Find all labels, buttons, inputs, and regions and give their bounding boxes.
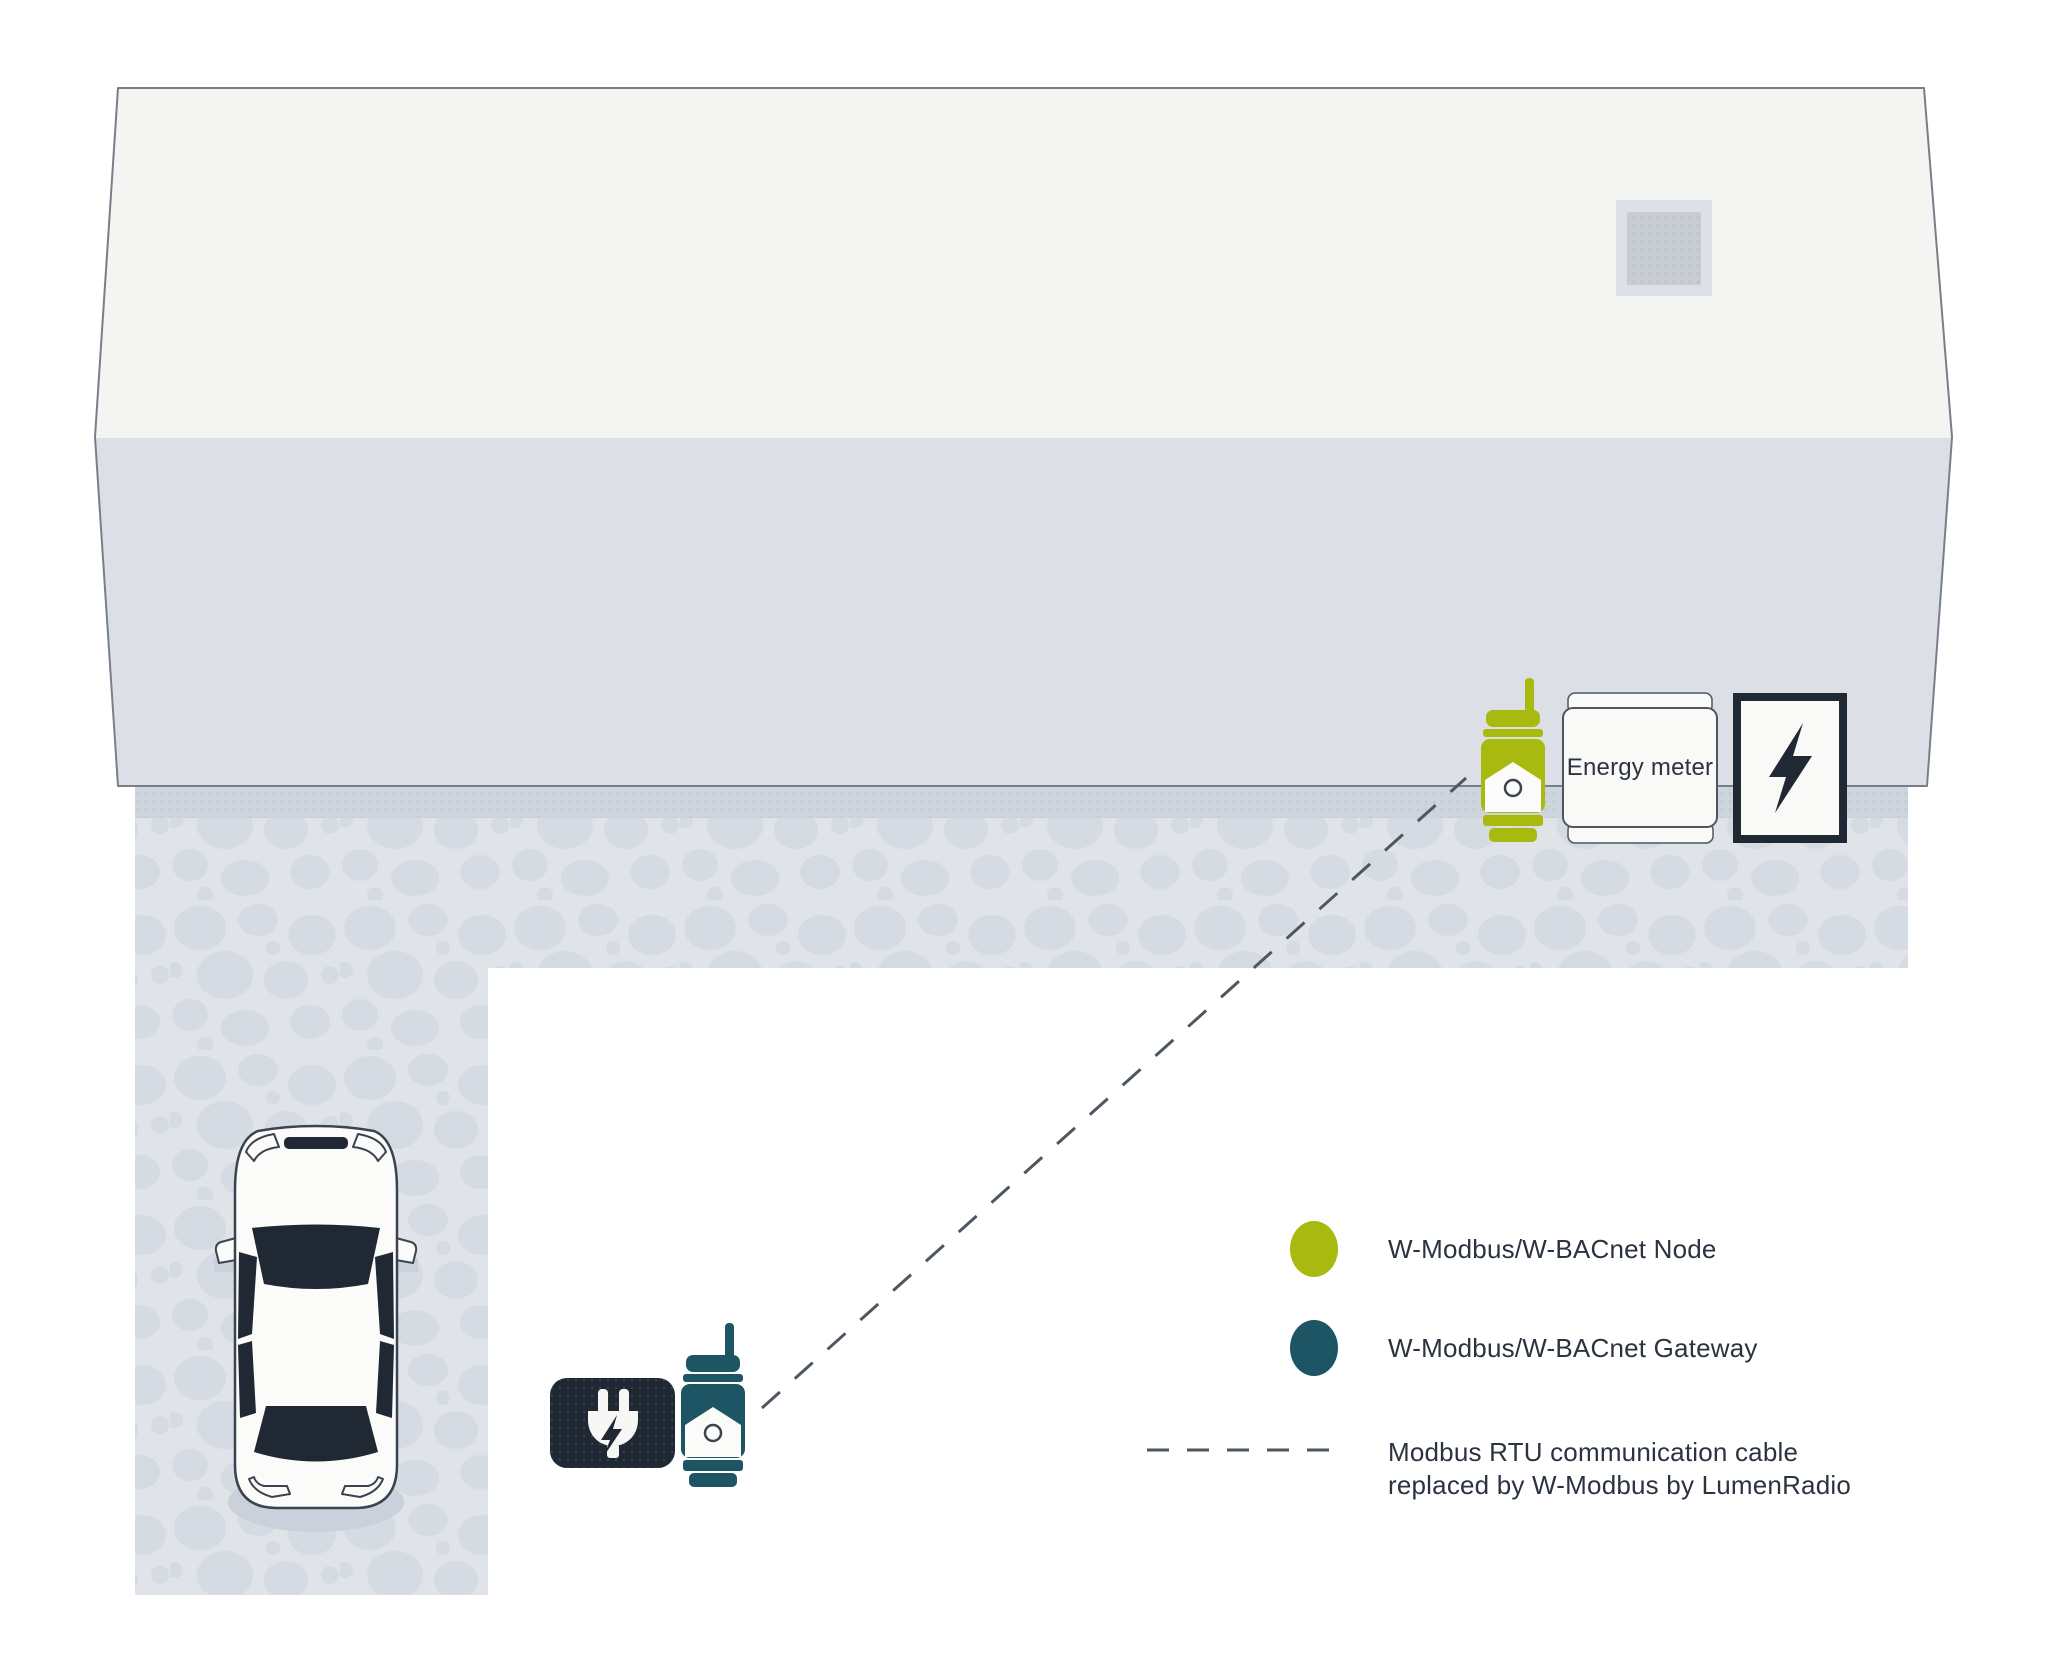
legend-node-label: W-Modbus/W-BACnet Node: [1388, 1234, 1717, 1264]
legend-gateway-label: W-Modbus/W-BACnet Gateway: [1388, 1333, 1758, 1363]
car-grille: [284, 1137, 348, 1149]
skylight-icon: [1616, 200, 1712, 296]
energy-meter-label: Energy meter: [1566, 753, 1714, 781]
building: [94, 87, 1953, 787]
legend-cable-label-line1: Modbus RTU communication cable: [1388, 1437, 1799, 1467]
legend-node-swatch: [1290, 1221, 1338, 1277]
building-front-wall: [96, 438, 1951, 785]
energy-meter-box: [1562, 692, 1718, 844]
car-mirror-left: [214, 1237, 237, 1264]
legend-gateway-swatch: [1290, 1320, 1338, 1376]
car-rear-window: [254, 1406, 378, 1462]
car: [214, 1124, 418, 1532]
lightning-bolt-icon: [1769, 723, 1812, 813]
gateway-device: [679, 1321, 747, 1489]
power-panel: [1733, 693, 1847, 843]
legend-swatches: [1147, 1221, 1338, 1452]
car-mirror-right: [395, 1237, 418, 1264]
ev-charger: [550, 1378, 675, 1468]
legend-cable-label: Modbus RTU communication cable replaced …: [1388, 1436, 1851, 1502]
car-windshield: [252, 1224, 380, 1289]
legend-cable-label-line2: replaced by W-Modbus by LumenRadio: [1388, 1470, 1852, 1500]
